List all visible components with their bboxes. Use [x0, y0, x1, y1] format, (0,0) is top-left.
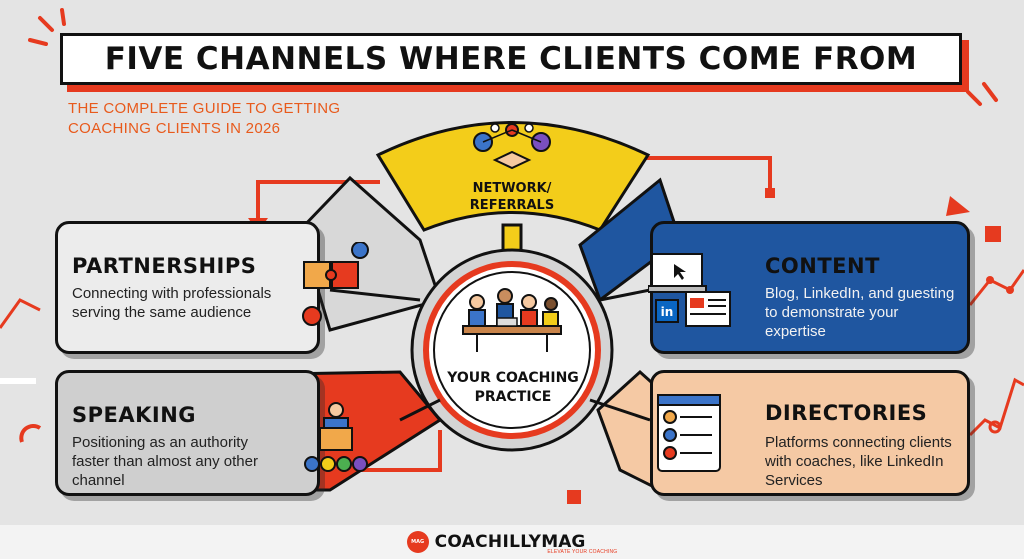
- brand-tagline: ELEVATE YOUR COACHING: [547, 549, 618, 555]
- directories-title: DIRECTORIES: [765, 401, 928, 425]
- square-decoration: [567, 490, 581, 504]
- handshake-network-icon: [473, 123, 551, 170]
- linkedin-glyph: in: [661, 305, 674, 319]
- partnerships-card: PARTNERSHIPS Connecting with professiona…: [55, 221, 320, 354]
- brand-logo-badge-text: MAG: [411, 539, 425, 545]
- zigzag-line: [968, 377, 1024, 437]
- partnerships-title: PARTNERSHIPS: [72, 254, 257, 278]
- arrow-network-to-partnerships: [256, 180, 380, 222]
- brand-suffix: MAG: [541, 532, 586, 552]
- speaker-podium-icon: [304, 402, 368, 472]
- directories-description: Platforms connecting clients with coache…: [765, 434, 952, 489]
- square-decoration: [765, 188, 775, 198]
- directory-list-icon: [657, 394, 721, 472]
- network-wedge: [375, 121, 651, 232]
- laptop-linkedin-icon: in: [648, 253, 731, 327]
- arrow-network-to-content: [640, 156, 772, 190]
- subtitle: THE COMPLETE GUIDE TO GETTING COACHING C…: [68, 100, 341, 137]
- zigzag-line: [0, 298, 41, 329]
- brand-logo-badge: MAG: [406, 531, 429, 553]
- footer: MAG COACHILLY MAG ELEVATE YOUR COACHING: [0, 525, 1024, 559]
- speaking-title: SPEAKING: [72, 403, 197, 427]
- network-referrals-label: NETWORK/ REFERRALS: [469, 181, 555, 213]
- triangle-decoration: [946, 196, 970, 216]
- speaking-card: SPEAKING Positioning as an authority fas…: [55, 370, 320, 496]
- team-meeting-icon: [462, 288, 562, 352]
- page-title: FIVE CHANNELS WHERE CLIENTS COME FROM: [104, 41, 918, 77]
- hub-label: YOUR COACHING PRACTICE: [447, 370, 579, 405]
- zigzag-line: [968, 269, 1024, 306]
- spark-top-left: [28, 8, 66, 46]
- puzzle-icon: [302, 242, 369, 326]
- brand-name: COACHILLY: [434, 532, 542, 552]
- content-title: CONTENT: [765, 254, 880, 278]
- content-description: Blog, LinkedIn, and guesting to demonstr…: [765, 285, 955, 340]
- speaking-description: Positioning as an authority faster than …: [72, 434, 258, 489]
- partnerships-description: Connecting with professionals serving th…: [72, 285, 272, 321]
- spark-top-right: [966, 82, 998, 106]
- title-banner: FIVE CHANNELS WHERE CLIENTS COME FROM: [60, 33, 962, 85]
- square-decoration: [985, 226, 1001, 242]
